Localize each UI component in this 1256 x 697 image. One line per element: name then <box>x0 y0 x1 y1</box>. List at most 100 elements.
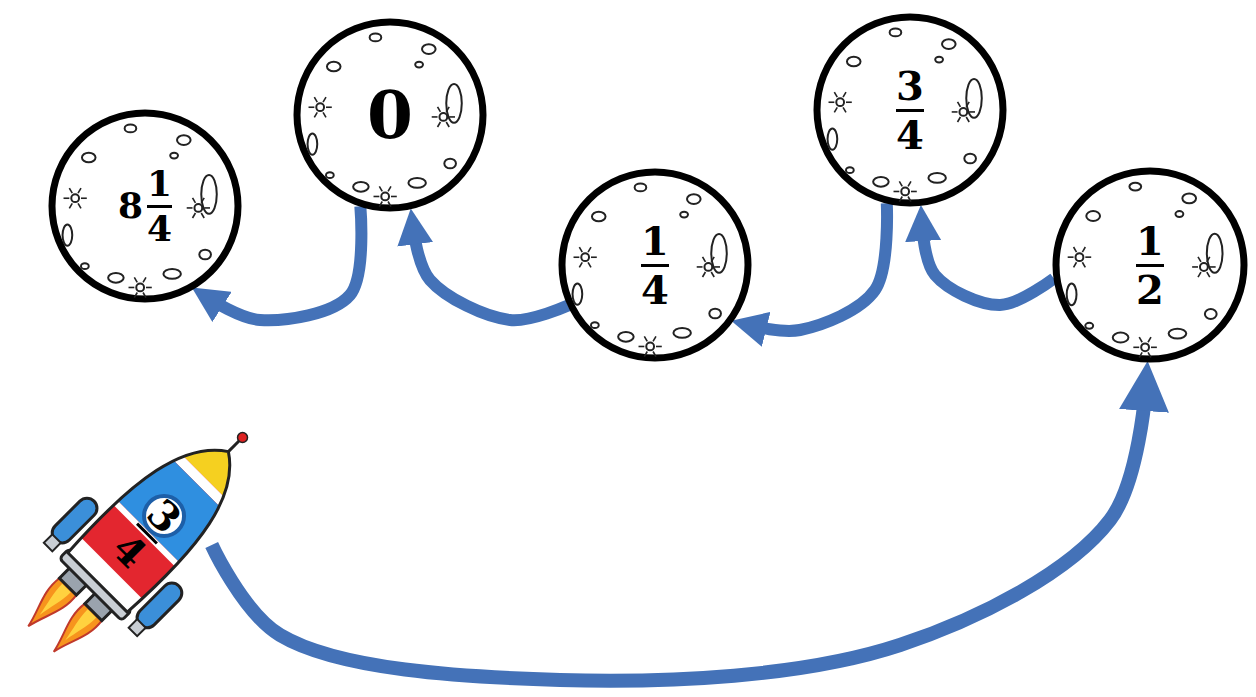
crater-ray <box>129 287 135 289</box>
crater-ray <box>656 346 662 348</box>
crater <box>170 153 178 159</box>
crater <box>82 153 96 163</box>
crater-ray <box>446 107 449 112</box>
flow-arrow <box>752 203 887 331</box>
moon-node: 34 <box>813 13 1007 207</box>
crater-ray <box>314 97 317 102</box>
crater-ray <box>834 107 837 112</box>
crater <box>646 343 654 351</box>
crater <box>836 98 844 106</box>
crater-ray <box>146 287 152 289</box>
crater-burst <box>1068 247 1092 267</box>
crater-ray <box>201 213 204 218</box>
crater <box>381 193 389 201</box>
crater <box>136 284 144 292</box>
crater-ray <box>969 111 975 113</box>
fraction: 34 <box>104 490 189 575</box>
crater-ray <box>843 92 846 97</box>
crater <box>709 309 721 319</box>
crater-ray <box>588 247 591 252</box>
crater-burst <box>697 257 720 277</box>
crater-ray <box>374 196 380 198</box>
crater-ray <box>1151 347 1157 349</box>
crater-ray <box>711 272 714 277</box>
crater-ray <box>1148 337 1151 342</box>
crater <box>163 269 180 279</box>
denominator: 4 <box>896 113 924 157</box>
flame-core <box>35 584 70 619</box>
crater <box>1085 323 1093 329</box>
crater-ray <box>314 112 317 117</box>
moon-outline <box>817 17 1003 203</box>
crater <box>873 177 889 187</box>
moon-outline <box>1056 171 1244 359</box>
crater <box>1141 343 1149 351</box>
crater-ray <box>69 188 72 193</box>
crater <box>964 154 976 164</box>
crater <box>635 184 647 192</box>
crater-ray <box>908 181 911 186</box>
crater-ray <box>391 196 397 198</box>
crater <box>108 273 124 283</box>
crater <box>444 159 456 169</box>
crater <box>846 167 854 173</box>
crater-ray <box>588 262 591 267</box>
number-label: 14 <box>641 219 669 312</box>
crater-ray <box>952 111 958 113</box>
crater-burst <box>1192 257 1216 277</box>
fraction-bar <box>896 109 924 112</box>
denominator: 2 <box>1136 268 1164 312</box>
crater-ray <box>193 198 196 203</box>
crater <box>1129 183 1141 191</box>
crater-ray <box>193 213 196 218</box>
crater-ray <box>438 107 441 112</box>
crater-burst <box>374 186 397 206</box>
crater <box>326 172 334 178</box>
crater-ray <box>639 346 645 348</box>
crater-ray <box>1198 272 1201 277</box>
crater <box>1169 329 1187 339</box>
booster-base <box>44 534 61 551</box>
crater-ray <box>644 336 647 341</box>
crater-ray <box>388 186 391 191</box>
crater-ray <box>201 198 204 203</box>
crater <box>1175 211 1183 217</box>
crater-ray <box>697 266 703 268</box>
crater <box>408 178 425 188</box>
crater <box>591 322 599 328</box>
crater-ray <box>379 202 382 207</box>
crater-burst <box>187 198 210 218</box>
whole-number: 8 <box>118 186 143 226</box>
crater-ray <box>446 122 449 127</box>
crater-ray <box>1074 262 1077 267</box>
moon-outline <box>562 172 748 358</box>
crater-burst <box>574 247 597 267</box>
moon-node: 12 <box>1052 167 1248 363</box>
crater <box>959 108 967 116</box>
crater-ray <box>846 101 852 103</box>
crater <box>1200 263 1208 271</box>
crater-ray <box>711 257 714 262</box>
crater-ray <box>1139 352 1142 357</box>
crater-burst <box>894 181 917 201</box>
crater-burst <box>952 102 975 122</box>
fraction: 14 <box>641 219 669 312</box>
crater <box>966 79 982 118</box>
crater-ray <box>1085 256 1091 258</box>
crater <box>415 62 423 68</box>
crater-ray <box>1207 272 1210 277</box>
crater <box>199 250 211 260</box>
crater-ray <box>1210 266 1216 268</box>
crater <box>81 263 89 269</box>
crater-ray <box>579 247 582 252</box>
crater <box>1207 234 1223 273</box>
crater-ray <box>323 97 326 102</box>
crater-ray <box>1082 247 1085 252</box>
crater <box>177 135 191 145</box>
crater-ray <box>449 116 455 118</box>
crater <box>828 128 838 149</box>
crater <box>308 133 318 154</box>
crater-burst <box>129 277 152 297</box>
number-label: 814 <box>118 164 172 248</box>
flame-core <box>61 609 96 644</box>
